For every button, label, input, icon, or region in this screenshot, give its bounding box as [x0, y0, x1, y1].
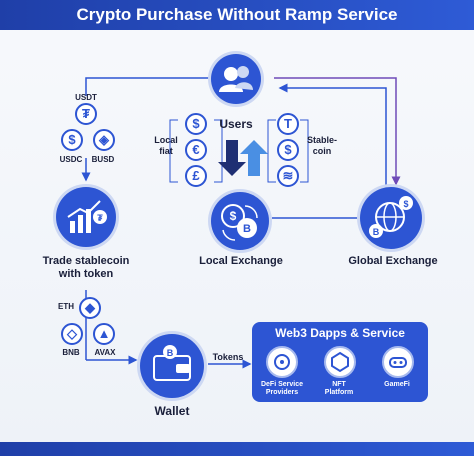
busd-icon: ≋ [277, 165, 299, 187]
tokens-arrow-label: Tokens [212, 352, 244, 362]
diagram-title: Crypto Purchase Without Ramp Service [0, 0, 474, 30]
users-to-global-arrow [274, 77, 401, 186]
local-exchange-node[interactable]: $ B [211, 192, 269, 250]
trade-label-2: with token [58, 268, 114, 280]
users-to-trade-line [85, 77, 212, 96]
global-exchange-node[interactable]: $ B [360, 187, 422, 249]
usdc-label: USDC [59, 155, 83, 164]
bnb-label: BNB [62, 348, 80, 357]
local-exchange-label: Local Exchange [199, 255, 283, 267]
stable-bracket [267, 119, 276, 183]
defi-label: DeFi Service Providers [260, 381, 304, 396]
svg-text:B: B [243, 223, 251, 235]
global-to-users-arrow [278, 83, 387, 186]
wallet-label: Wallet [154, 404, 190, 418]
footer-bar [0, 442, 474, 456]
gamefi-icon[interactable] [382, 346, 414, 378]
tether-icon: T [277, 113, 299, 135]
euro-icon: € [185, 139, 207, 161]
global-exchange-label: Global Exchange [348, 255, 438, 267]
pound-icon: £ [185, 165, 207, 187]
wallet-icon: B [153, 345, 191, 381]
usdc-icon: $ [277, 139, 299, 161]
trade-stablecoin-node[interactable]: ₮ [56, 187, 116, 247]
fiat-bracket-right [214, 119, 223, 183]
busd-label: BUSD [91, 155, 115, 164]
usdc-token-icon: $ [61, 129, 83, 151]
dollar-icon: $ [185, 113, 207, 135]
local-fiat-label-1: Local [154, 135, 178, 145]
up-arrow-icon [240, 140, 268, 176]
svg-text:$: $ [403, 199, 408, 209]
users-node[interactable] [211, 54, 261, 104]
local-exchange-icon: $ B [221, 204, 258, 241]
svg-text:$: $ [230, 209, 237, 223]
trade-chart-icon: ₮ [67, 200, 107, 233]
usdt-icon: ₮ [75, 103, 97, 125]
svg-text:B: B [167, 348, 174, 358]
avax-icon: ▲ [93, 323, 115, 345]
svg-text:B: B [373, 227, 380, 237]
eth-label: ETH [58, 302, 74, 311]
busd-token-icon: ◈ [93, 129, 115, 151]
bnb-icon: ◇ [61, 323, 83, 345]
users-label: Users [219, 117, 253, 131]
wallet-node[interactable]: B [140, 334, 204, 398]
stablecoin-label-1: Stable- [306, 135, 337, 145]
avax-label: AVAX [94, 348, 116, 357]
fiat-bracket [169, 119, 178, 183]
svg-text:₮: ₮ [97, 213, 103, 223]
eth-icon: ◆ [79, 297, 101, 319]
local-fiat-label-2: fiat [159, 146, 173, 156]
stablecoin-label-2: coin [312, 146, 332, 156]
trade-label-1: Trade stablecoin [42, 255, 130, 267]
users-icon [219, 66, 253, 92]
stable-bracket-right [300, 119, 309, 183]
defi-icon[interactable] [266, 346, 298, 378]
global-exchange-icon: $ B [369, 196, 413, 238]
nft-icon[interactable] [324, 346, 356, 378]
down-arrow-icon [218, 140, 246, 176]
nft-label: NFT Platform [324, 381, 354, 396]
web3-title: Web3 Dapps & Service [275, 326, 405, 340]
gamefi-label: GameFi [384, 381, 410, 388]
usdt-label: USDT [75, 93, 97, 102]
